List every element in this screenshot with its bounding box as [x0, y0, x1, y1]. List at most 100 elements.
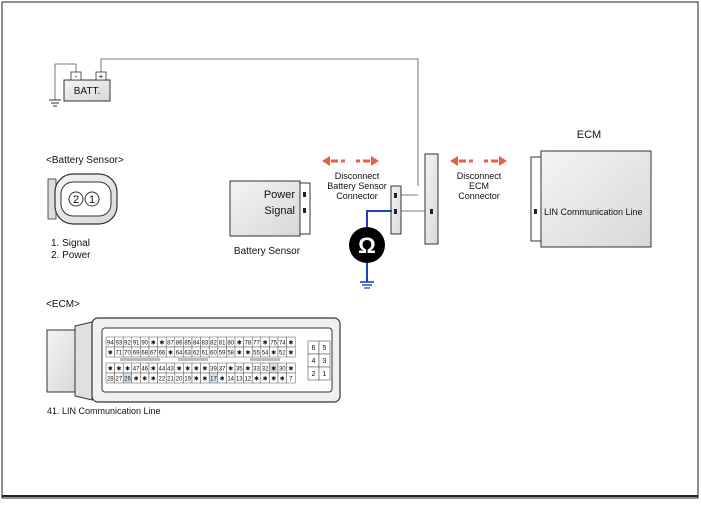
- harness-pin-power: [394, 193, 397, 198]
- ecm-title: ECM: [577, 129, 601, 141]
- disconnect-ecm-line-2: ECM: [469, 181, 489, 191]
- legend-signal: 1. Signal: [51, 238, 90, 249]
- ecm-pin-label: 47: [133, 367, 140, 373]
- ecm-pin-label: ✱: [220, 376, 225, 383]
- ecm-side-pin-label: 6: [312, 345, 316, 352]
- ecm-pin-label: ✱: [108, 366, 113, 373]
- ecm-pin-label: 30: [279, 367, 286, 373]
- ecm-lin-label: LIN Communication Line: [544, 207, 643, 217]
- connector-pin-1: [84, 191, 100, 207]
- ecm-pin-label: 7: [289, 377, 293, 383]
- ecm-pin-label: 58: [227, 351, 234, 357]
- disconnect-sensor-line-1: Disconnect: [335, 171, 380, 181]
- ecm-pin-label: 82: [210, 341, 217, 347]
- ecm-pin-label: 81: [219, 341, 226, 347]
- ecm-key-bar: [250, 358, 280, 361]
- ecm-pin-label: ✱: [177, 366, 182, 373]
- ecm-pin-label: ✱: [168, 350, 173, 357]
- battery-minus-sign: -: [75, 72, 78, 81]
- battery-label: BATT.: [74, 86, 100, 97]
- battery-plus-sign: +: [99, 72, 104, 81]
- ecm-body: [540, 150, 652, 248]
- ohm-meter-icon: [349, 227, 385, 263]
- ecm-pin-label: 19: [184, 377, 191, 383]
- ecm-pin-label: ✱: [185, 366, 190, 373]
- ecm-pin-label: 92: [124, 341, 131, 347]
- ecm-pin-label: 75: [270, 341, 277, 347]
- disconnect-sensor-line-3: Connector: [336, 191, 378, 201]
- arrow-left-head: [322, 156, 330, 166]
- ecm-pin-label: 94: [107, 341, 114, 347]
- ecm-pin-label: 54: [262, 351, 269, 357]
- ecm-pin-label: ✱: [108, 350, 113, 357]
- ecm-pin-label: 83: [202, 341, 209, 347]
- ecm-pin-label: 27: [116, 377, 123, 383]
- ecm-pin-label: ✱: [194, 376, 199, 383]
- ecm-pin-label: ✱: [134, 376, 139, 383]
- ecm-pin-label: 52: [279, 351, 286, 357]
- ecm-pin-label: ✱: [237, 340, 242, 347]
- ecm-pin-label: ✱: [288, 340, 293, 347]
- battery-minus-wire: [55, 63, 77, 72]
- battery-plus-wire: [100, 58, 419, 186]
- ecm-pin-label: 70: [124, 351, 131, 357]
- ecm-pin-label: 77: [253, 341, 260, 347]
- ecm-side-pin-label: 1: [323, 371, 327, 378]
- battery: - + BATT.: [49, 58, 419, 186]
- ecm-pin-label: 17: [210, 377, 217, 383]
- ecm-pin-label: 85: [184, 341, 191, 347]
- ecm-pin-label: 68: [141, 351, 148, 357]
- ecm-pin-label: 55: [253, 351, 260, 357]
- battery-sensor-section-title: <Battery Sensor>: [46, 155, 124, 166]
- ecm-pin-label: ✱: [280, 376, 285, 383]
- ecm-side-pin-label: 5: [323, 345, 327, 352]
- ecm-connector-harness: [46, 329, 76, 393]
- ecm-pin-label: ✱: [263, 376, 268, 383]
- ecm-key-bar: [120, 358, 160, 361]
- ecm-pin-label: ✱: [142, 376, 147, 383]
- harness-connectors: [390, 153, 439, 245]
- ecm-side-pin-cell: [318, 366, 331, 381]
- ecm-pin-label: ✱: [254, 376, 259, 383]
- ecm-pin-label: 14: [227, 377, 234, 383]
- ecm-pin-label: ✱: [116, 366, 121, 373]
- ecm-side-pin-label: 2: [312, 371, 316, 378]
- ecm-pin-label: ✱: [271, 376, 276, 383]
- meter-probe-wire: [366, 210, 392, 228]
- ecm-pin-label: 28: [107, 377, 114, 383]
- ecm-pin-label: 67: [150, 351, 157, 357]
- sensor-signal-label: Signal: [264, 205, 295, 217]
- ecm-pin-label: 37: [219, 367, 226, 373]
- pin-2-label: 2: [73, 194, 79, 206]
- connector-pin-2: [68, 191, 84, 207]
- ohmmeter: Ω: [349, 210, 392, 289]
- ecm-pin-label: ✱: [125, 366, 130, 373]
- ecm-side-pin-label: 4: [312, 358, 316, 365]
- ecm-pin-label: ✱: [151, 340, 156, 347]
- ecm-pin-label: 64: [176, 351, 183, 357]
- ecm-pin-label: 80: [227, 341, 234, 347]
- ecm-pin-label: 39: [210, 367, 217, 373]
- ecm-pin-label: ✱: [151, 376, 156, 383]
- ecm-harness-pin: [430, 209, 433, 214]
- ecm-pin-label: 69: [133, 351, 140, 357]
- ecm-pin-label: 74: [279, 341, 286, 347]
- ecm-pin-note: 41. LIN Communication Line: [47, 406, 161, 416]
- ecm-side-pin-label: 3: [323, 358, 327, 365]
- ecm-pin-label: 22: [159, 377, 166, 383]
- ecm-pin-label: 44: [159, 367, 166, 373]
- ecm-pin-label: ✱: [271, 350, 276, 357]
- ohm-symbol: Ω: [358, 233, 376, 258]
- ecm-connector-collar: [74, 321, 93, 401]
- ecm-pin-label: 78: [245, 341, 252, 347]
- ecm-section-title: <ECM>: [46, 299, 80, 310]
- ecm-pin-label: 63: [184, 351, 191, 357]
- ecm-pin-label: 12: [245, 377, 252, 383]
- ecm-pin-label: ✱: [288, 350, 293, 357]
- ecm-pin-label: ✱: [151, 366, 156, 373]
- ecm-pin-label: 43: [167, 367, 174, 373]
